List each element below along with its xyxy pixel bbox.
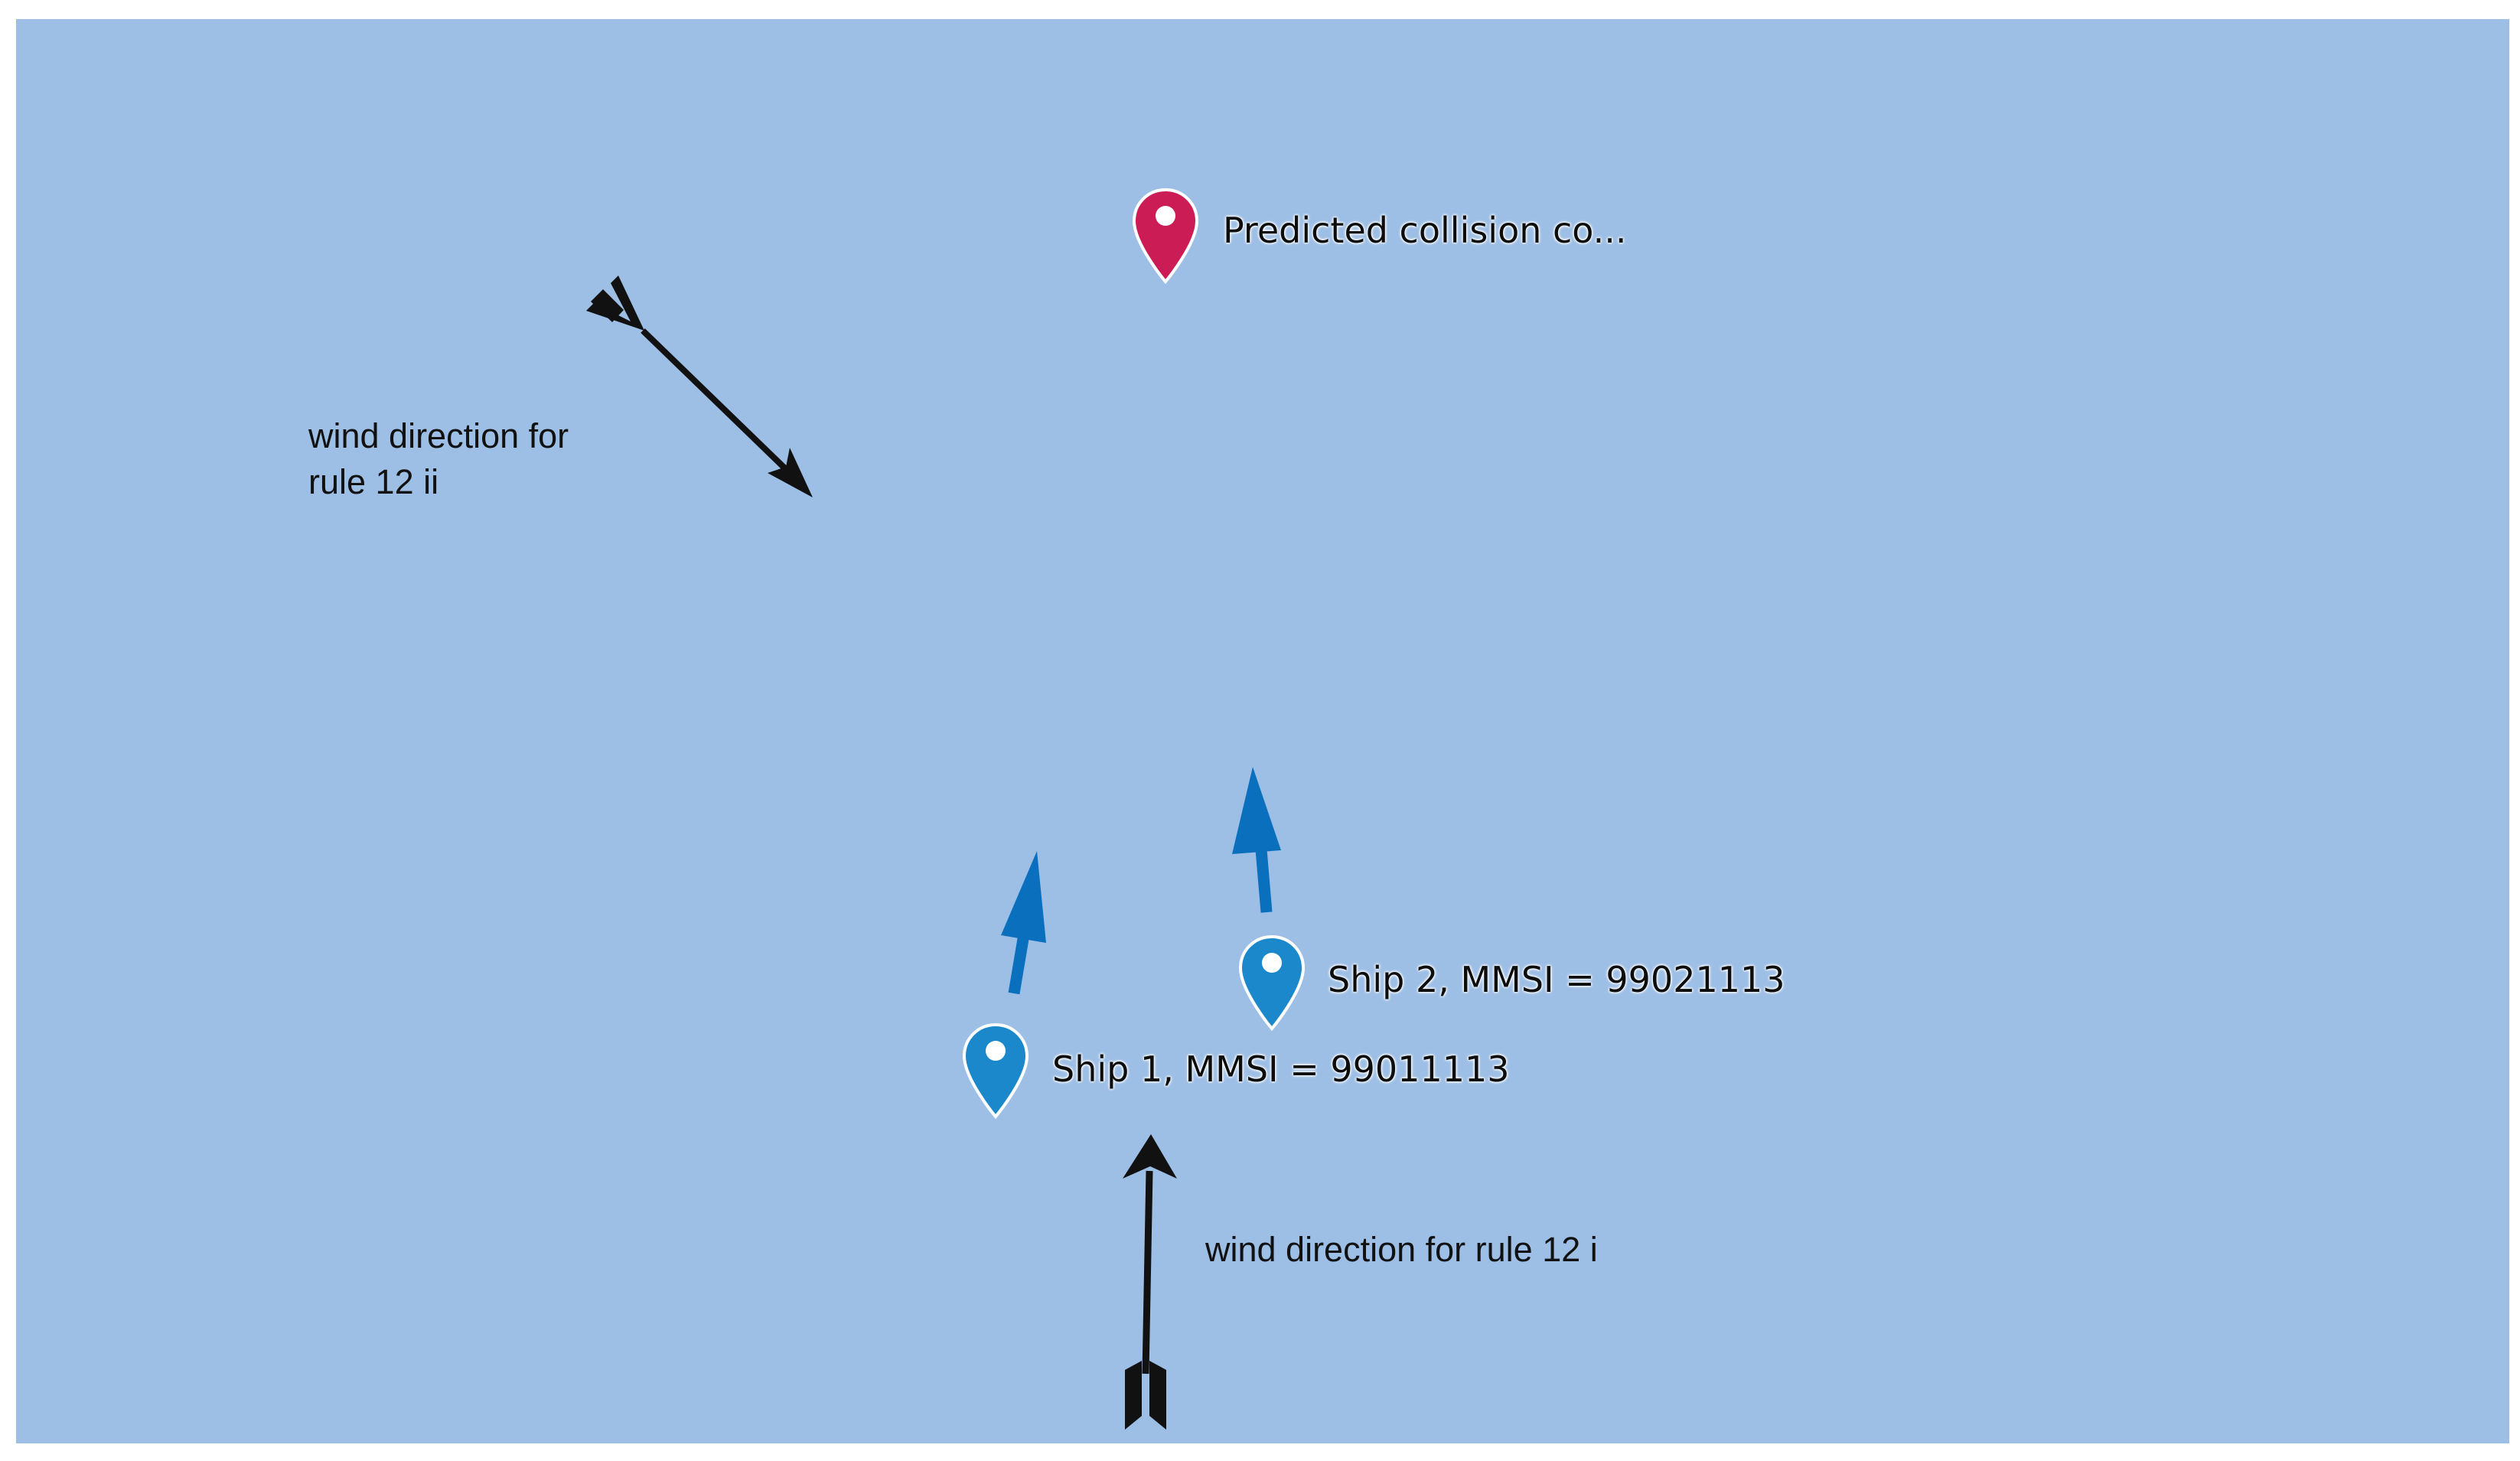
wind-rule-12-ii-annotation: wind direction for rule 12 ii: [308, 413, 569, 505]
ship2-pin-shape: [1238, 934, 1306, 1032]
wind-arrow-rule-12-i: [1123, 1134, 1177, 1430]
wind-rule-12-ii-line2: rule 12 ii: [308, 462, 439, 501]
wind-rule-12-ii-line1: wind direction for: [308, 416, 569, 455]
wind-rule-12-i-annotation: wind direction for rule 12 i: [1205, 1230, 1598, 1269]
ship1-heading-arrow: [1001, 851, 1046, 995]
collision-marker-label: Predicted collision co...: [1223, 210, 1627, 251]
collision-map-pin-icon[interactable]: [1131, 187, 1200, 286]
ship1-marker-label: Ship 1, MMSI = 99011113: [1052, 1048, 1510, 1090]
ship1-pin-shape: [962, 1022, 1029, 1120]
map-canvas[interactable]: [16, 19, 2509, 1443]
ship2-map-pin-icon[interactable]: [1237, 934, 1306, 1033]
collision-pin-shape: [1132, 188, 1199, 285]
wind-arrow-rule-12-ii: [586, 276, 813, 497]
ship1-map-pin-icon[interactable]: [961, 1022, 1030, 1121]
ship2-marker-label: Ship 2, MMSI = 99021113: [1328, 959, 1785, 1000]
ship2-heading-arrow: [1232, 767, 1281, 913]
